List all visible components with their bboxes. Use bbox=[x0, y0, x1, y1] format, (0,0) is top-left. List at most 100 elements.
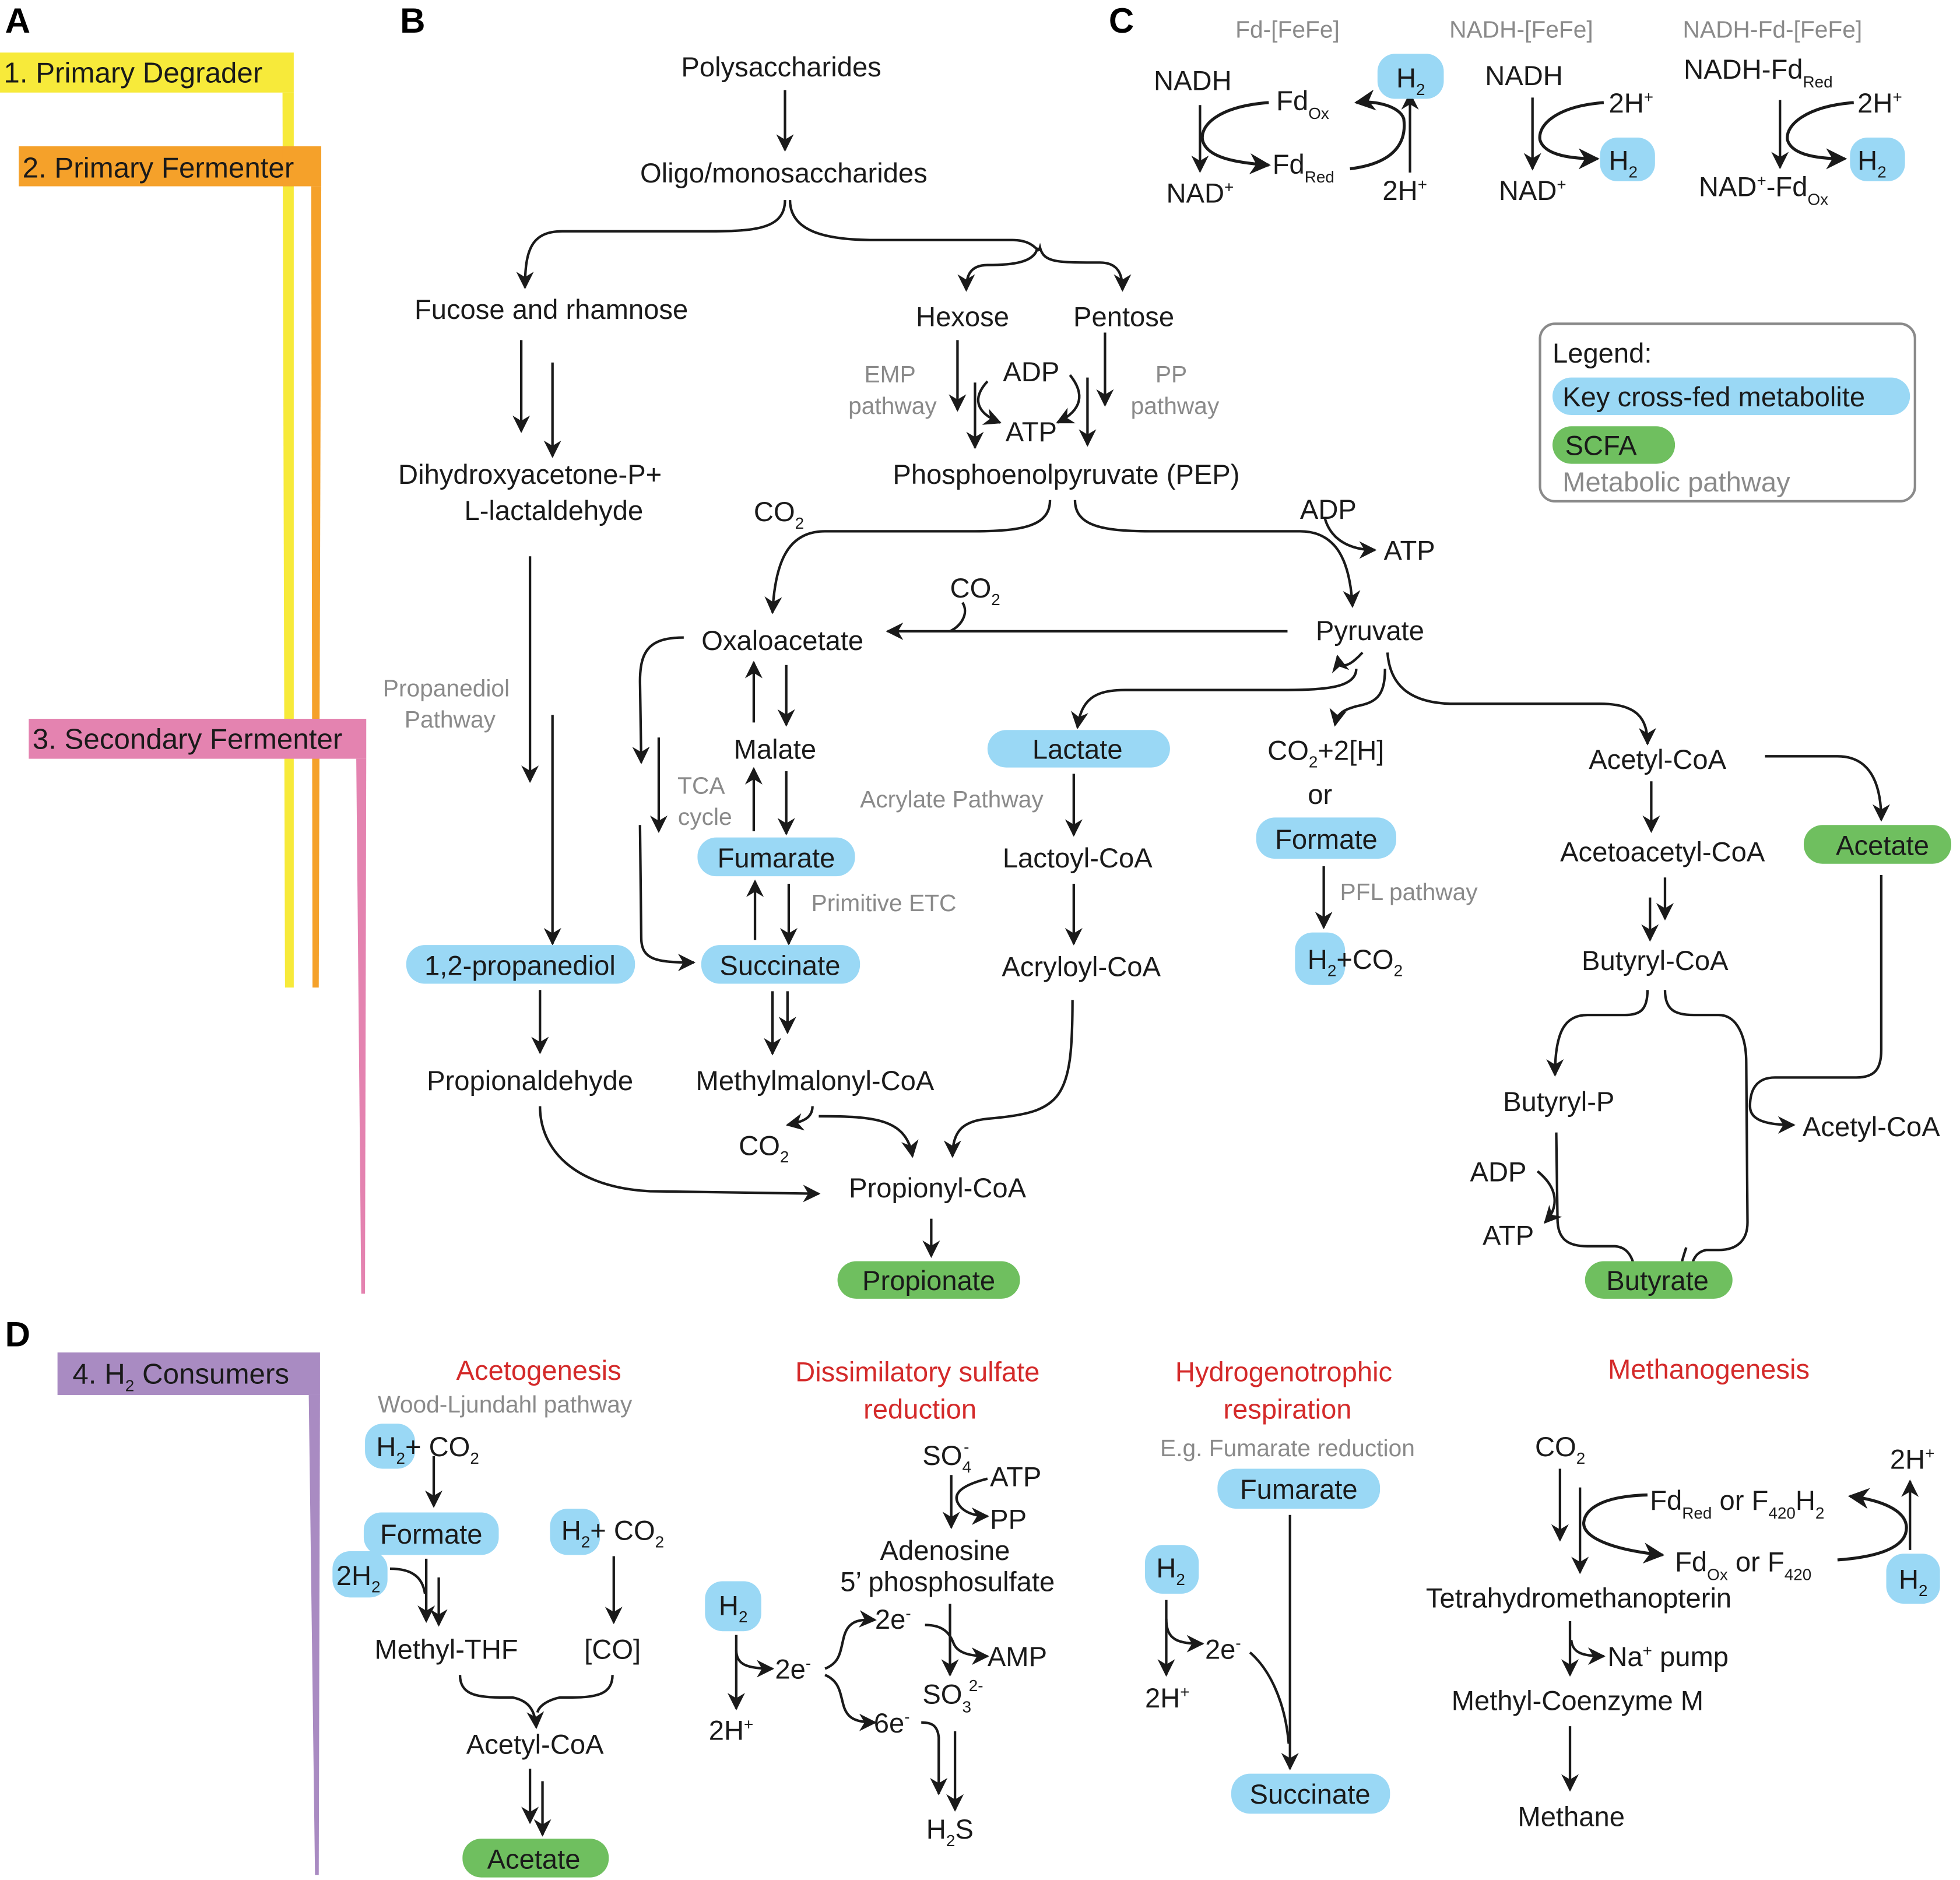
dsr-2e: 2e- bbox=[775, 1654, 811, 1685]
meth-fd-ox: FdOx or F420 bbox=[1675, 1546, 1811, 1583]
node-propionate: Propionate bbox=[862, 1265, 995, 1296]
legend-pathway-label: Metabolic pathway bbox=[1562, 466, 1790, 497]
node-malate: Malate bbox=[734, 734, 817, 765]
node-dhap-2: L-lactaldehyde bbox=[464, 495, 643, 526]
node-lactoyl-coa: Lactoyl-CoA bbox=[1003, 842, 1153, 873]
node-propionaldehyde: Propionaldehyde bbox=[427, 1065, 633, 1096]
panel-label-c: C bbox=[1109, 1, 1134, 40]
label-pfl-pathway: PFL pathway bbox=[1340, 878, 1478, 905]
panel-label-a: A bbox=[5, 1, 30, 40]
label-pp-pathway-1: PP bbox=[1155, 361, 1187, 388]
node-pyruvate: Pyruvate bbox=[1316, 615, 1424, 646]
node-oligosaccharides: Oligo/monosaccharides bbox=[640, 157, 928, 188]
node-hexose: Hexose bbox=[916, 301, 1009, 332]
dsr-6e: 6e- bbox=[874, 1707, 910, 1738]
node-acetyl-coa-2: Acetyl-CoA bbox=[1803, 1111, 1940, 1142]
c3-h2-badge bbox=[1850, 137, 1905, 182]
guild-bar-primary-degrader bbox=[0, 52, 294, 93]
c2-h2: H2 bbox=[1608, 145, 1638, 181]
meth-methane: Methane bbox=[1518, 1801, 1625, 1832]
node-adp-3: ADP bbox=[1470, 1156, 1527, 1187]
meth-thm: Tetrahydromethanopterin bbox=[1426, 1582, 1731, 1613]
dsr-so3: SO32- bbox=[922, 1677, 983, 1716]
dsr-aps-1: Adenosine bbox=[880, 1535, 1010, 1566]
title-sulfate-reduction-2: reduction bbox=[863, 1394, 977, 1425]
node-co2-2h: CO2+2[H] bbox=[1267, 735, 1384, 771]
acetogenesis-h2-badge-2 bbox=[550, 1509, 600, 1555]
node-pentose: Pentose bbox=[1073, 301, 1174, 332]
panel-label-b: B bbox=[400, 1, 425, 40]
acetogenesis-formate: Formate bbox=[380, 1519, 483, 1549]
hydrogenase-title-fd: Fd-[FeFe] bbox=[1235, 16, 1340, 43]
c1-2h-plus: 2H+ bbox=[1382, 175, 1427, 206]
c1-h2-badge bbox=[1377, 54, 1444, 99]
label-propanediol-pathway-1: Propanediol bbox=[383, 674, 510, 701]
meth-h2: H2 bbox=[1899, 1563, 1928, 1600]
guild-label-primary-degrader: 1. Primary Degrader bbox=[3, 57, 262, 89]
meth-fd-red: FdRed or F420H2 bbox=[1650, 1485, 1824, 1522]
hr-fumarate-badge bbox=[1217, 1468, 1381, 1509]
panel-a: A 1. Primary Degrader 2. Primary Ferment… bbox=[0, 1, 367, 1875]
node-oxaloacetate: Oxaloacetate bbox=[701, 625, 863, 656]
guild-bar-primary-fermenter bbox=[19, 146, 322, 187]
dsr-amp: AMP bbox=[988, 1641, 1047, 1672]
label-tca-cycle-1: TCA bbox=[677, 772, 725, 799]
badge-succinate bbox=[701, 945, 860, 984]
node-methylmalonyl-coa: Methylmalonyl-CoA bbox=[696, 1065, 935, 1096]
hr-fumarate: Fumarate bbox=[1240, 1474, 1358, 1505]
title-sulfate-reduction-1: Dissimilatory sulfate bbox=[795, 1356, 1039, 1387]
hr-succinate-badge bbox=[1231, 1773, 1390, 1814]
dsr-h2-badge bbox=[705, 1581, 761, 1632]
node-fucose-rhamnose: Fucose and rhamnose bbox=[415, 294, 688, 325]
guild-line-primary-degrader bbox=[282, 92, 294, 988]
hr-h2-badge bbox=[1145, 1545, 1199, 1594]
acetogenesis-formate-badge bbox=[363, 1512, 499, 1555]
label-emp-pathway-2: pathway bbox=[848, 392, 937, 419]
acetogenesis-h2-co2-2: H2+ CO2 bbox=[561, 1515, 664, 1551]
badge-propanediol bbox=[406, 945, 635, 984]
node-co2-pyruvate: CO2 bbox=[950, 572, 1000, 609]
badge-h2-formate bbox=[1295, 932, 1346, 985]
node-succinate: Succinate bbox=[719, 950, 840, 981]
acetogenesis-acetate: Acetate bbox=[487, 1844, 581, 1875]
c1-nad: NAD+ bbox=[1166, 177, 1234, 208]
node-propanediol: 1,2-propanediol bbox=[424, 950, 616, 981]
label-propanediol-pathway-2: Pathway bbox=[405, 706, 496, 733]
badge-propionate bbox=[837, 1261, 1020, 1299]
label-acrylate-pathway: Acrylate Pathway bbox=[860, 786, 1044, 813]
title-hydrogenotrophic-1: Hydrogenotrophic bbox=[1175, 1356, 1392, 1387]
label-emp-pathway-1: EMP bbox=[864, 361, 915, 388]
node-butyryl-coa: Butyryl-CoA bbox=[1582, 945, 1729, 976]
dsr-so4: SO4- bbox=[922, 1438, 971, 1476]
node-adp-2: ADP bbox=[1300, 494, 1357, 525]
badge-acetate bbox=[1803, 825, 1951, 864]
guild-label-secondary-fermenter: 3. Secondary Fermenter bbox=[33, 723, 343, 755]
node-acryloyl-coa: Acryloyl-CoA bbox=[1002, 951, 1161, 982]
legend-swatch-cross-fed bbox=[1552, 377, 1910, 415]
node-atp-3: ATP bbox=[1483, 1220, 1534, 1251]
acetogenesis-acetate-badge bbox=[462, 1839, 609, 1878]
guild-line-h2-consumers bbox=[308, 1394, 320, 1875]
node-acetyl-coa: Acetyl-CoA bbox=[1589, 744, 1726, 775]
guild-line-secondary-fermenter bbox=[356, 758, 367, 1294]
c1-fd-ox: FdOx bbox=[1276, 85, 1329, 122]
label-fumarate-reduction: E.g. Fumarate reduction bbox=[1160, 1435, 1415, 1461]
hr-h2: H2 bbox=[1156, 1552, 1185, 1589]
dsr-aps-2: 5’ phosphosulfate bbox=[840, 1566, 1055, 1597]
hr-2e: 2e- bbox=[1205, 1633, 1241, 1664]
meth-na-pump: Na+ pump bbox=[1607, 1641, 1729, 1672]
node-lactate: Lactate bbox=[1032, 734, 1123, 765]
node-acetoacetyl-coa: Acetoacetyl-CoA bbox=[1560, 836, 1765, 867]
node-atp-2: ATP bbox=[1384, 535, 1435, 566]
node-butyryl-p: Butyryl-P bbox=[1503, 1086, 1614, 1117]
node-co2-methylmalonyl: CO2 bbox=[739, 1130, 789, 1166]
title-hydrogenotrophic-2: respiration bbox=[1223, 1394, 1351, 1425]
acetogenesis-h2-co2-1: H2+ CO2 bbox=[376, 1431, 479, 1467]
node-acetate: Acetate bbox=[1836, 830, 1929, 861]
meth-h2-badge bbox=[1886, 1554, 1940, 1604]
acetogenesis-h2-badge-1 bbox=[365, 1424, 415, 1469]
legend-cross-fed-label: Key cross-fed metabolite bbox=[1562, 381, 1865, 412]
c3-nadh-fd-red: NADH-FdRed bbox=[1684, 54, 1832, 91]
dsr-atp: ATP bbox=[990, 1461, 1041, 1492]
